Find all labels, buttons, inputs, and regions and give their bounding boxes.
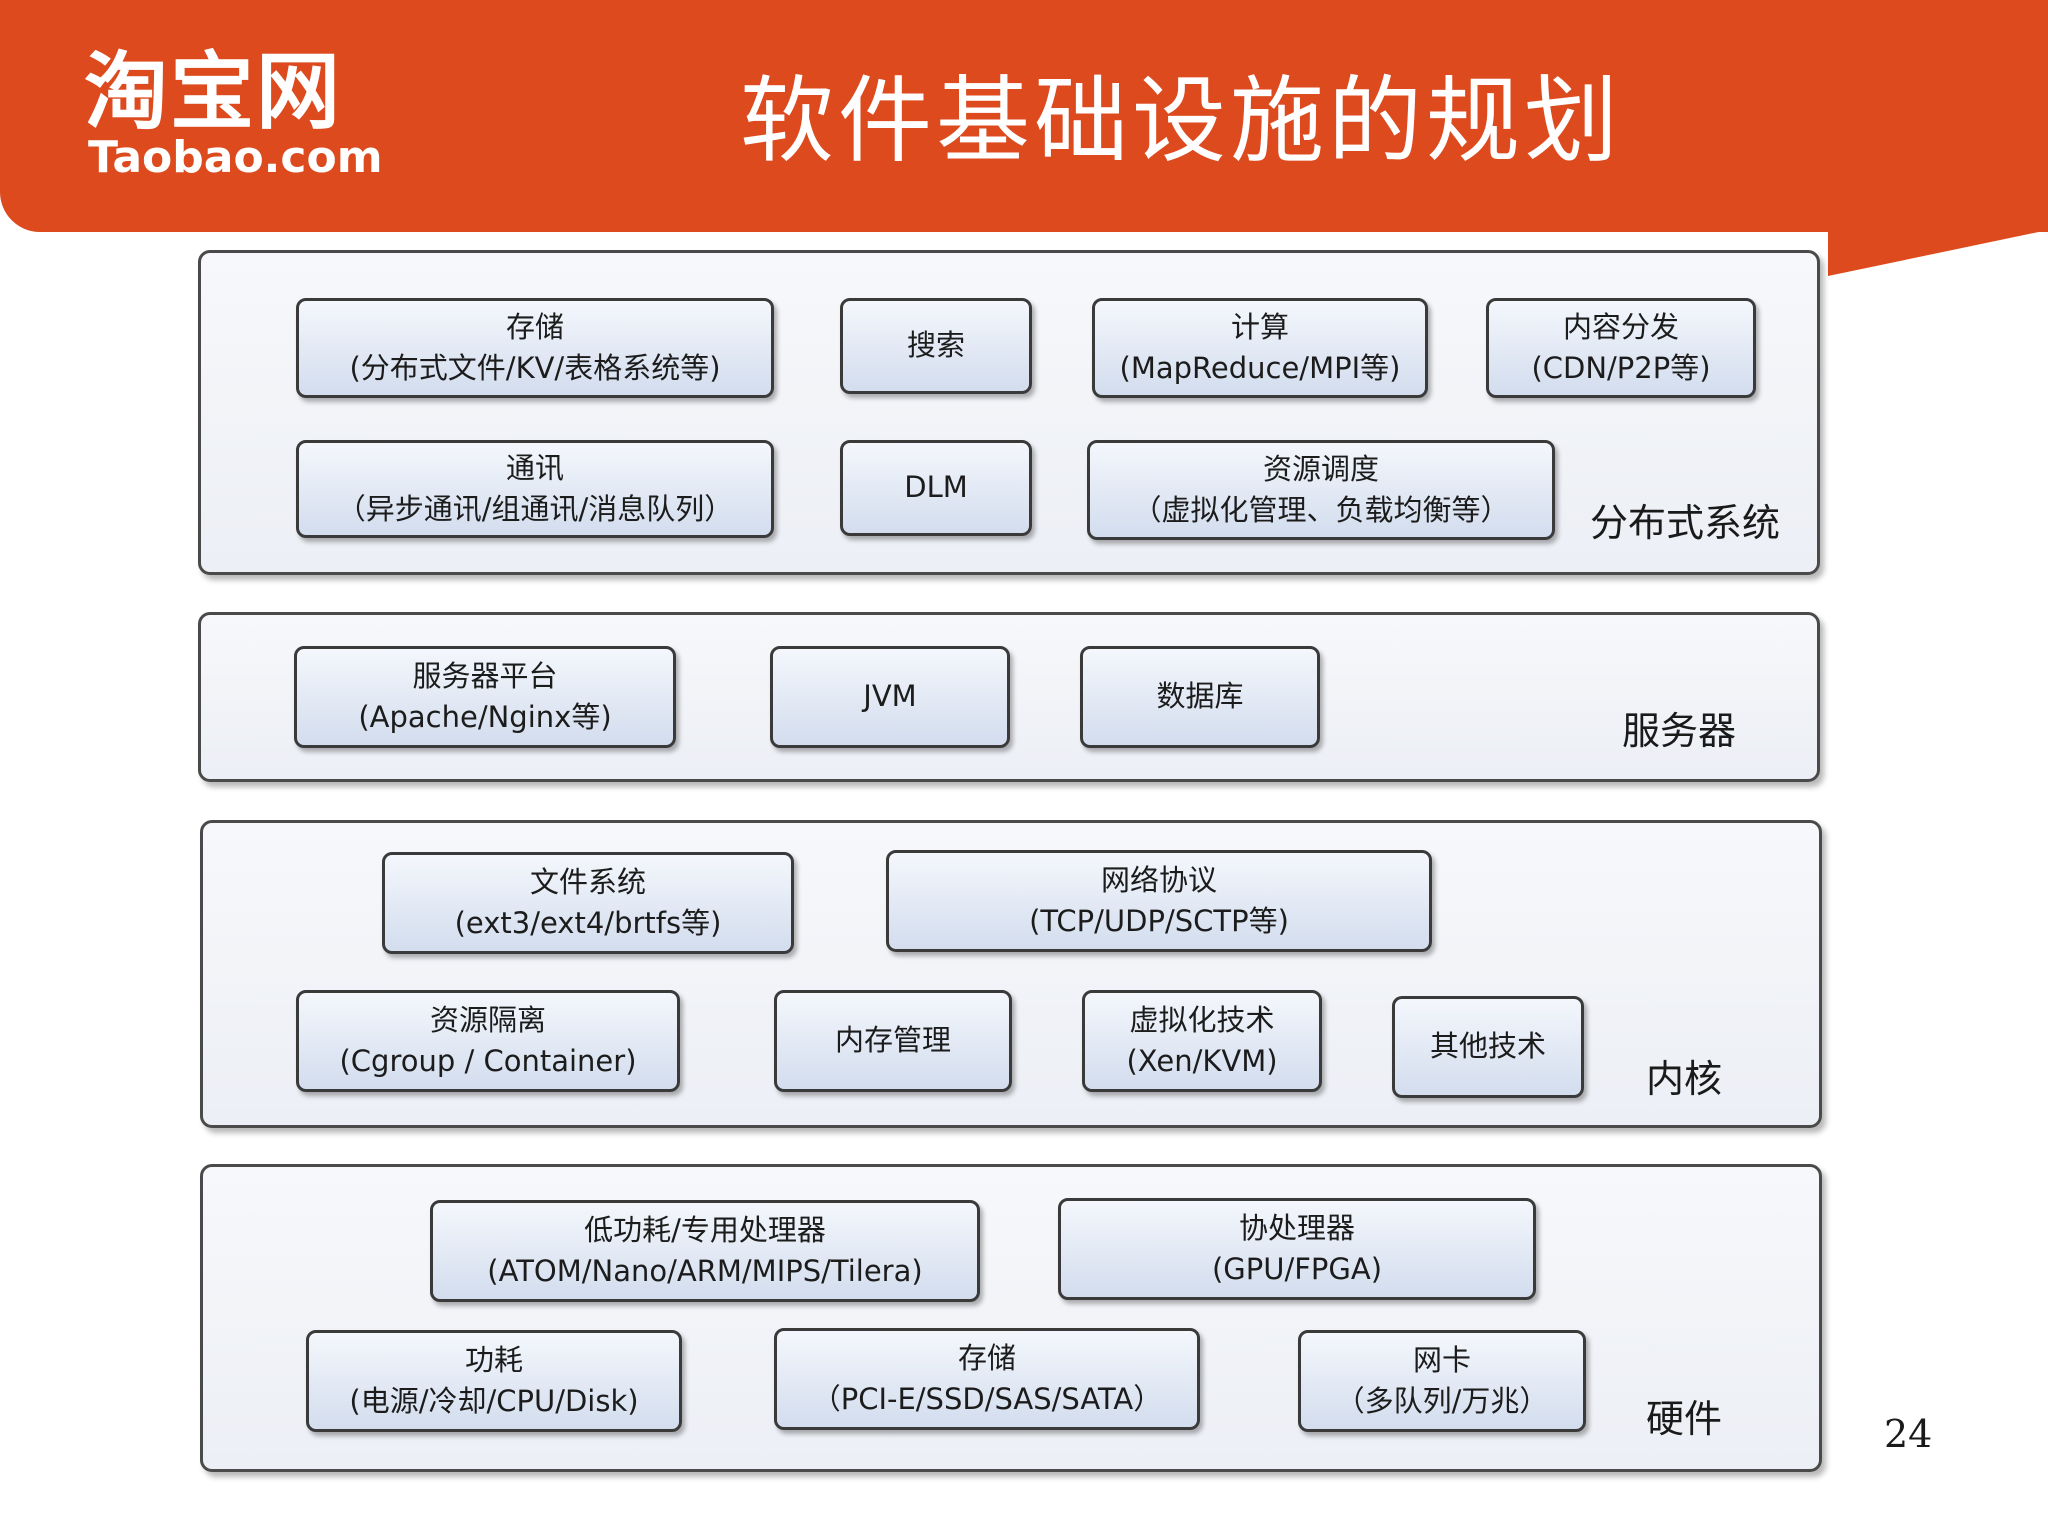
box-low-power-cpu-title: 低功耗/专用处理器 (584, 1212, 826, 1247)
slide-title: 软件基础设施的规划 (740, 67, 1623, 176)
box-coprocessor-detail: (GPU/FPGA) (1211, 1252, 1383, 1286)
box-database: 数据库 (1080, 646, 1320, 748)
box-power: 功耗 (电源/冷却/CPU/Disk) (306, 1330, 682, 1432)
box-resource-isolation-title: 资源隔离 (429, 1002, 546, 1037)
box-comm-detail: （异步通讯/组通讯/消息队列） (336, 492, 734, 526)
box-network-protocol-title: 网络协议 (1100, 862, 1217, 897)
box-virtualization-title: 虚拟化技术 (1129, 1002, 1275, 1037)
box-low-power-cpu-detail: (ATOM/Nano/ARM/MIPS/Tilera) (487, 1254, 923, 1288)
box-network-protocol: 网络协议 (TCP/UDP/SCTP等) (886, 850, 1432, 952)
box-hw-storage: 存储 （PCI-E/SSD/SAS/SATA） (774, 1328, 1200, 1430)
box-filesystem-title: 文件系统 (529, 864, 646, 899)
box-other-tech-title: 其他技术 (1429, 1029, 1546, 1064)
box-other-tech: 其他技术 (1392, 996, 1584, 1098)
box-compute: 计算 (MapReduce/MPI等) (1092, 298, 1428, 398)
header-banner-tail (1828, 230, 2048, 276)
box-power-detail: (电源/冷却/CPU/Disk) (349, 1384, 639, 1418)
box-scheduling-title: 资源调度 (1262, 451, 1379, 486)
box-cdn-title: 内容分发 (1562, 309, 1679, 344)
box-low-power-cpu: 低功耗/专用处理器 (ATOM/Nano/ARM/MIPS/Tilera) (430, 1200, 980, 1302)
header-banner (0, 0, 2048, 232)
box-scheduling-detail: （虚拟化管理、负载均衡等） (1132, 493, 1510, 527)
box-search: 搜索 (840, 298, 1032, 394)
box-virtualization-detail: (Xen/KVM) (1126, 1044, 1278, 1078)
box-jvm: JVM (770, 646, 1010, 748)
box-memory-management: 内存管理 (774, 990, 1012, 1092)
box-compute-title: 计算 (1230, 309, 1289, 344)
box-dlm-title: DLM (904, 470, 968, 505)
box-cdn-detail: (CDN/P2P等) (1531, 351, 1711, 385)
box-storage-detail: (分布式文件/KV/表格系统等) (349, 351, 721, 385)
box-filesystem: 文件系统 (ext3/ext4/brtfs等) (382, 852, 794, 954)
box-nic-detail: （多队列/万兆） (1335, 1384, 1549, 1418)
box-storage: 存储 (分布式文件/KV/表格系统等) (296, 298, 774, 398)
layer-label-hardware: 硬件 (1646, 1397, 1723, 1441)
box-power-title: 功耗 (464, 1342, 523, 1377)
box-dlm: DLM (840, 440, 1032, 536)
layer-label-kernel: 内核 (1646, 1057, 1723, 1101)
box-network-protocol-detail: (TCP/UDP/SCTP等) (1029, 904, 1289, 938)
box-nic: 网卡 （多队列/万兆） (1298, 1330, 1586, 1432)
box-jvm-title: JVM (863, 679, 917, 714)
page-number: 24 (1884, 1412, 1933, 1456)
box-resource-isolation: 资源隔离 (Cgroup / Container) (296, 990, 680, 1092)
taobao-logo-cn: 淘宝网 (84, 43, 343, 141)
taobao-logo-en: Taobao.com (88, 132, 383, 183)
box-server-platform: 服务器平台 (Apache/Nginx等) (294, 646, 676, 748)
box-database-title: 数据库 (1156, 679, 1244, 714)
box-nic-title: 网卡 (1412, 1342, 1471, 1377)
box-virtualization: 虚拟化技术 (Xen/KVM) (1082, 990, 1322, 1092)
box-hw-storage-title: 存储 (957, 1340, 1016, 1375)
box-hw-storage-detail: （PCI-E/SSD/SAS/SATA） (811, 1382, 1163, 1416)
box-server-platform-title: 服务器平台 (412, 658, 558, 693)
layer-label-distributed: 分布式系统 (1590, 501, 1781, 545)
box-filesystem-detail: (ext3/ext4/brtfs等) (454, 906, 722, 940)
box-compute-detail: (MapReduce/MPI等) (1119, 351, 1401, 385)
box-comm-title: 通讯 (505, 450, 564, 485)
box-coprocessor-title: 协处理器 (1238, 1210, 1355, 1245)
box-cdn: 内容分发 (CDN/P2P等) (1486, 298, 1756, 398)
layer-label-server: 服务器 (1622, 709, 1737, 753)
box-search-title: 搜索 (906, 328, 965, 363)
box-storage-title: 存储 (505, 309, 564, 344)
box-memory-management-title: 内存管理 (834, 1023, 951, 1058)
box-scheduling: 资源调度 （虚拟化管理、负载均衡等） (1087, 440, 1555, 540)
box-server-platform-detail: (Apache/Nginx等) (358, 700, 612, 734)
box-coprocessor: 协处理器 (GPU/FPGA) (1058, 1198, 1536, 1300)
box-comm: 通讯 （异步通讯/组通讯/消息队列） (296, 440, 774, 538)
box-resource-isolation-detail: (Cgroup / Container) (339, 1044, 637, 1078)
